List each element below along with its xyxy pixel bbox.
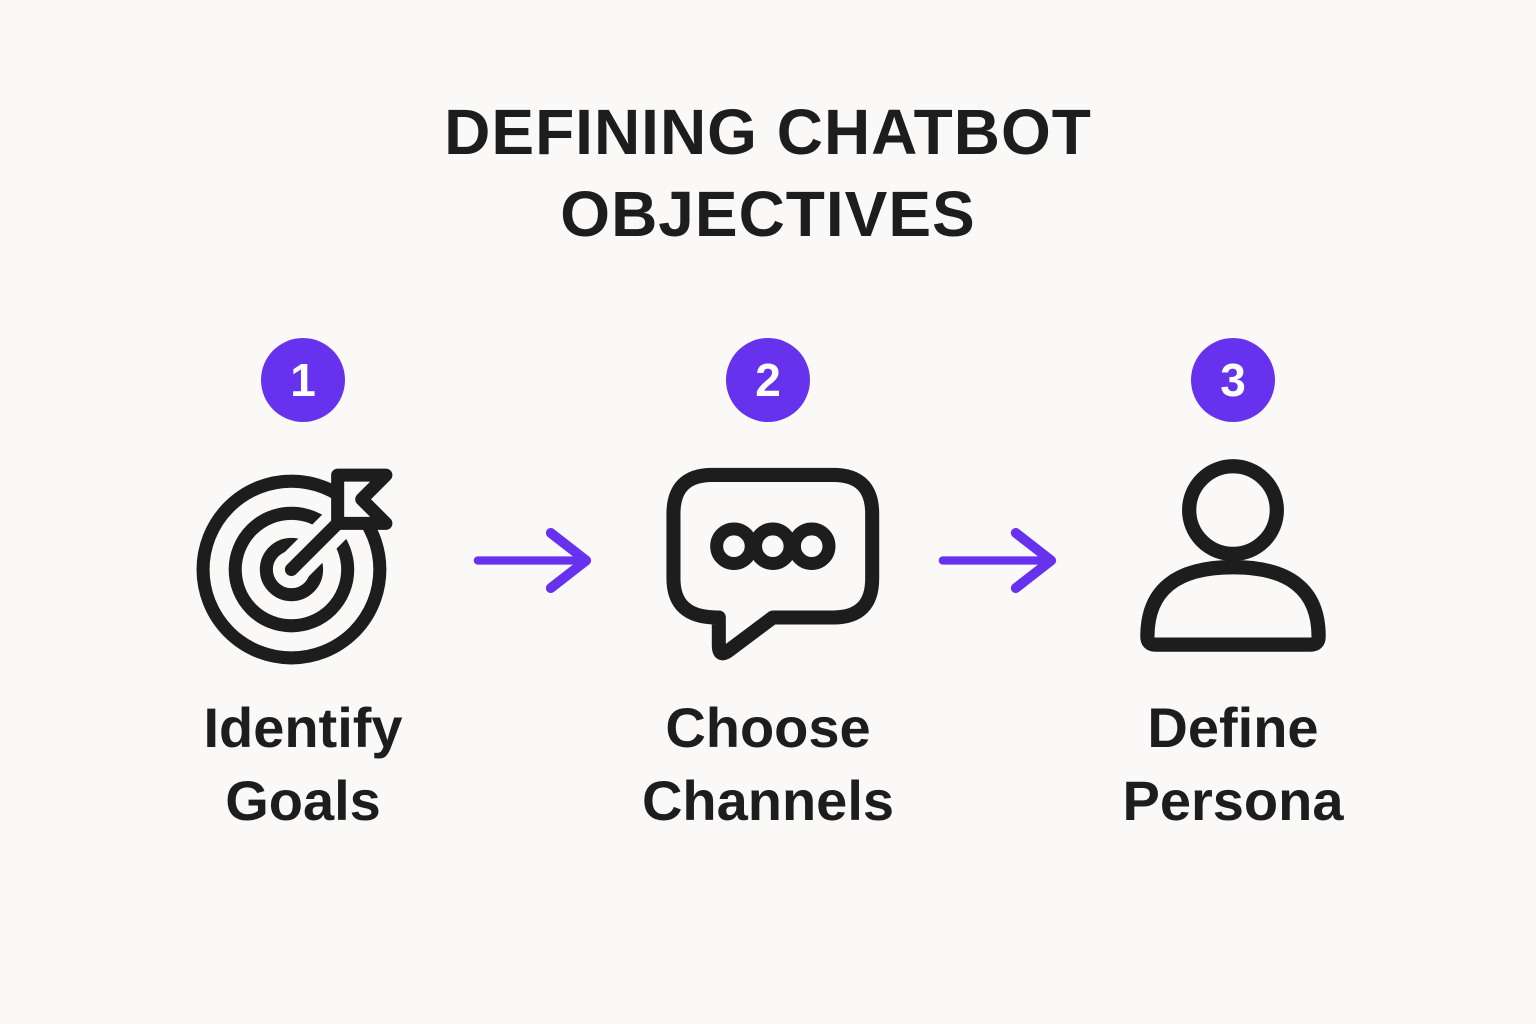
step-label: Define Persona — [1123, 692, 1344, 838]
page-title-line-2: OBJECTIVES — [560, 177, 976, 250]
step-label-line-2: Goals — [225, 768, 381, 832]
target-icon — [196, 448, 412, 664]
step-number: 1 — [290, 354, 316, 406]
arrow-right-icon — [938, 528, 1056, 593]
step-choose-channels: 2 Choose Channels — [588, 338, 948, 838]
steps-row: 1 Identify Goals — [0, 338, 1536, 838]
step-icon-box — [191, 442, 416, 672]
step-label-line-2: Channels — [641, 768, 895, 832]
step-label: Choose Channels — [642, 692, 894, 838]
step-label-line-1: Define — [1147, 696, 1319, 759]
step-label: Identify Goals — [203, 692, 402, 838]
step-label-line-2: Persona — [1122, 768, 1344, 832]
step-label-line-1: Identify — [203, 696, 403, 759]
step-icon-box — [656, 442, 881, 672]
page-title: DEFINING CHATBOT OBJECTIVES — [0, 92, 1536, 256]
step-number-badge: 1 — [261, 338, 345, 422]
page-title-line-1: DEFINING CHATBOT — [444, 96, 1092, 168]
step-number: 2 — [755, 354, 781, 406]
step-define-persona: 3 Define Persona — [1053, 338, 1413, 838]
flow-arrow-2 — [938, 525, 1056, 596]
flow-arrow-1 — [473, 525, 591, 596]
step-icon-box — [1127, 442, 1339, 672]
step-identify-goals: 1 Identify Goals — [123, 338, 483, 838]
arrow-right-icon — [473, 528, 591, 593]
speech-bubble-icon — [665, 467, 879, 661]
step-number: 3 — [1220, 354, 1246, 406]
step-number-badge: 2 — [726, 338, 810, 422]
step-label-line-1: Choose — [665, 696, 871, 759]
step-number-badge: 3 — [1191, 338, 1275, 422]
person-icon — [1140, 459, 1326, 652]
